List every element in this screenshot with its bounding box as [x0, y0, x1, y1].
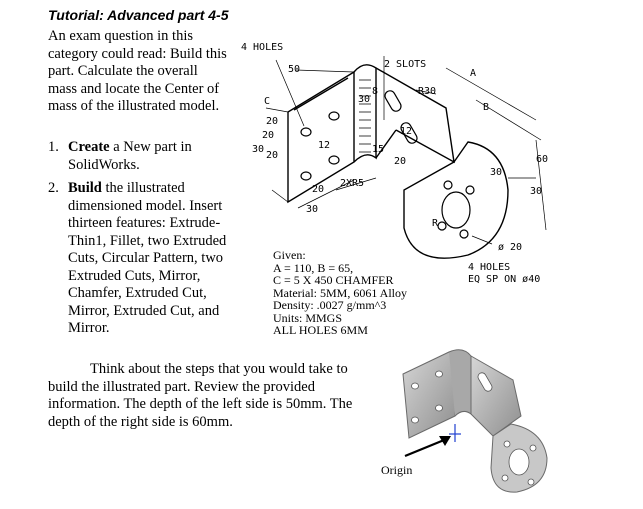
given-line: C = 5 X 450 CHAMFER [273, 273, 394, 287]
dim-label: 20 [394, 156, 406, 167]
tutorial-title: Tutorial: Advanced part 4-5 [48, 7, 229, 23]
dim-label: 8 [372, 86, 378, 97]
dim-label: 2XR5 [340, 178, 364, 189]
dim-label: ø 20 [498, 242, 522, 253]
step-keyword: Create [68, 139, 110, 155]
step-item: 1. Create a New part in SolidWorks. [48, 139, 248, 174]
dim-label: 2 SLOTS [384, 59, 426, 70]
step-item: 2. Build the illustrated dimensioned mod… [48, 180, 248, 338]
given-line: Material: 5MM, 6061 Alloy [273, 285, 407, 300]
dim-label: 20 [262, 130, 274, 141]
dim-label: A [470, 68, 476, 79]
step-keyword: Build [68, 180, 102, 196]
dim-label: B [483, 102, 489, 113]
dim-label: 30 [358, 94, 370, 105]
given-line: Density: .0027 g/mm^3 [273, 298, 387, 312]
dim-label: R30 [418, 86, 436, 97]
dim-label: C [264, 96, 270, 107]
holes [300, 90, 475, 239]
bracket-outline [287, 64, 509, 259]
dim-label: 4 HOLES [241, 42, 283, 53]
dim-label: 20 [312, 184, 324, 195]
model-holes [411, 370, 537, 486]
dim-label: 30 [306, 204, 318, 215]
given-line: ALL HOLES 6MM [273, 323, 368, 337]
think-paragraph: Think about the steps that you would tak… [48, 361, 353, 430]
dimension-lines [265, 56, 547, 245]
dim-label: 20 [266, 116, 278, 127]
dim-label: 30 [490, 167, 502, 178]
origin-label: Origin [381, 463, 413, 477]
dim-label: 12 [318, 140, 330, 151]
dim-label: 20 [266, 150, 278, 161]
given-info: Given: A = 110, B = 65, C = 5 X 450 CHAM… [273, 249, 443, 337]
dim-label: 30 [252, 144, 264, 155]
origin-arrow [404, 436, 451, 458]
steps-list: 1. Create a New part in SolidWorks. 2. B… [48, 139, 248, 344]
step-text: the illustrated dimensioned model. Inser… [68, 180, 227, 336]
dim-label: 12 [400, 126, 412, 137]
step-number: 1. [48, 139, 59, 155]
intro-paragraph: An exam question in this category could … [48, 28, 227, 114]
dim-label: 4 HOLES [468, 262, 510, 273]
dim-label: 15 [372, 144, 384, 155]
dim-label: 30 [530, 186, 542, 197]
given-line: Given: [273, 248, 306, 262]
step-number: 2. [48, 180, 59, 196]
step-text: a New part in SolidWorks. [68, 139, 192, 173]
given-line: A = 110, B = 65, [273, 260, 354, 275]
shaded-model-image [402, 349, 548, 493]
dim-label: 50 [288, 64, 300, 75]
origin-marker [449, 424, 461, 442]
dim-label: R [432, 218, 439, 229]
dim-label: 60 [536, 154, 548, 165]
dim-label: EQ SP ON ø40 [468, 274, 540, 285]
bend-ribs [359, 79, 371, 153]
technical-drawing: 4 HOLES 50 2 SLOTS A R30 B C 20 30 20 20… [241, 42, 548, 285]
given-line: Units: MMGS [273, 310, 343, 325]
